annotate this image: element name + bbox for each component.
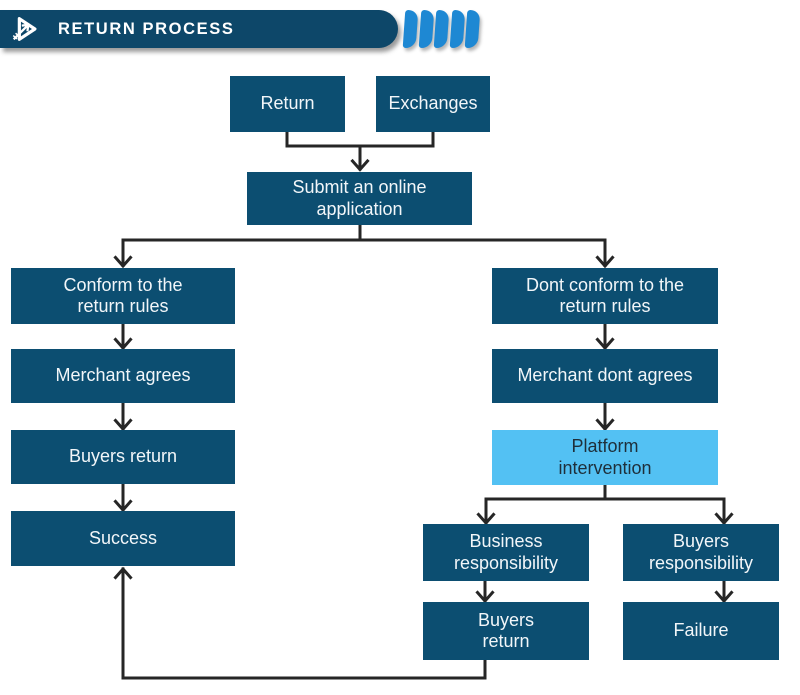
node-return: Return bbox=[230, 76, 345, 132]
node-merchant-agrees: Merchant agrees bbox=[11, 349, 235, 403]
arrowhead-into-conform bbox=[113, 255, 133, 269]
node-conform-rules: Conform to the return rules bbox=[11, 268, 235, 324]
connector-top-join bbox=[285, 130, 435, 171]
arrowhead-into-buyers-resp bbox=[714, 512, 734, 526]
node-buyers-return: Buyers return bbox=[11, 430, 235, 484]
arrowhead-into-failure bbox=[714, 590, 734, 604]
play-arrow-logo-icon bbox=[12, 17, 37, 41]
arrowhead-into-platform bbox=[595, 418, 615, 432]
stripe-icon bbox=[402, 10, 419, 48]
arrowhead-into-buyers-return2 bbox=[475, 590, 495, 604]
node-buyers-responsibility: Buyers responsibility bbox=[623, 524, 779, 581]
speed-stripes bbox=[402, 10, 481, 48]
node-failure: Failure bbox=[623, 602, 779, 660]
arrowhead-into-merchant-agrees bbox=[113, 337, 133, 351]
node-success: Success bbox=[11, 511, 235, 566]
stripe-icon bbox=[433, 10, 450, 48]
node-buyers-return-2: Buyers return bbox=[423, 602, 589, 660]
arrowhead-into-business-resp bbox=[476, 512, 496, 526]
arrowhead-into-dont-conform bbox=[595, 255, 615, 269]
stripe-icon bbox=[449, 10, 465, 48]
node-merchant-dont-agrees: Merchant dont agrees bbox=[492, 349, 718, 403]
arrowhead-into-merchant-dont bbox=[595, 337, 615, 351]
arrowhead-up-into-success bbox=[113, 566, 133, 580]
stripe-icon bbox=[464, 10, 481, 48]
connector-submit-split bbox=[121, 223, 607, 267]
header-banner: RETURN PROCESS bbox=[0, 10, 398, 48]
node-business-responsibility: Business responsibility bbox=[423, 524, 589, 581]
stripe-icon bbox=[418, 10, 434, 48]
node-platform-intervention: Platform intervention bbox=[492, 430, 718, 485]
arrowhead-into-submit bbox=[350, 158, 370, 172]
header-title: RETURN PROCESS bbox=[58, 19, 235, 38]
node-dont-conform-rules: Dont conform to the return rules bbox=[492, 268, 718, 324]
connector-platform-split bbox=[484, 483, 726, 524]
node-submit-application: Submit an online application bbox=[247, 172, 472, 225]
arrowhead-into-buyers-return bbox=[113, 418, 133, 432]
node-exchanges: Exchanges bbox=[376, 76, 490, 132]
arrowhead-into-success bbox=[113, 499, 133, 513]
